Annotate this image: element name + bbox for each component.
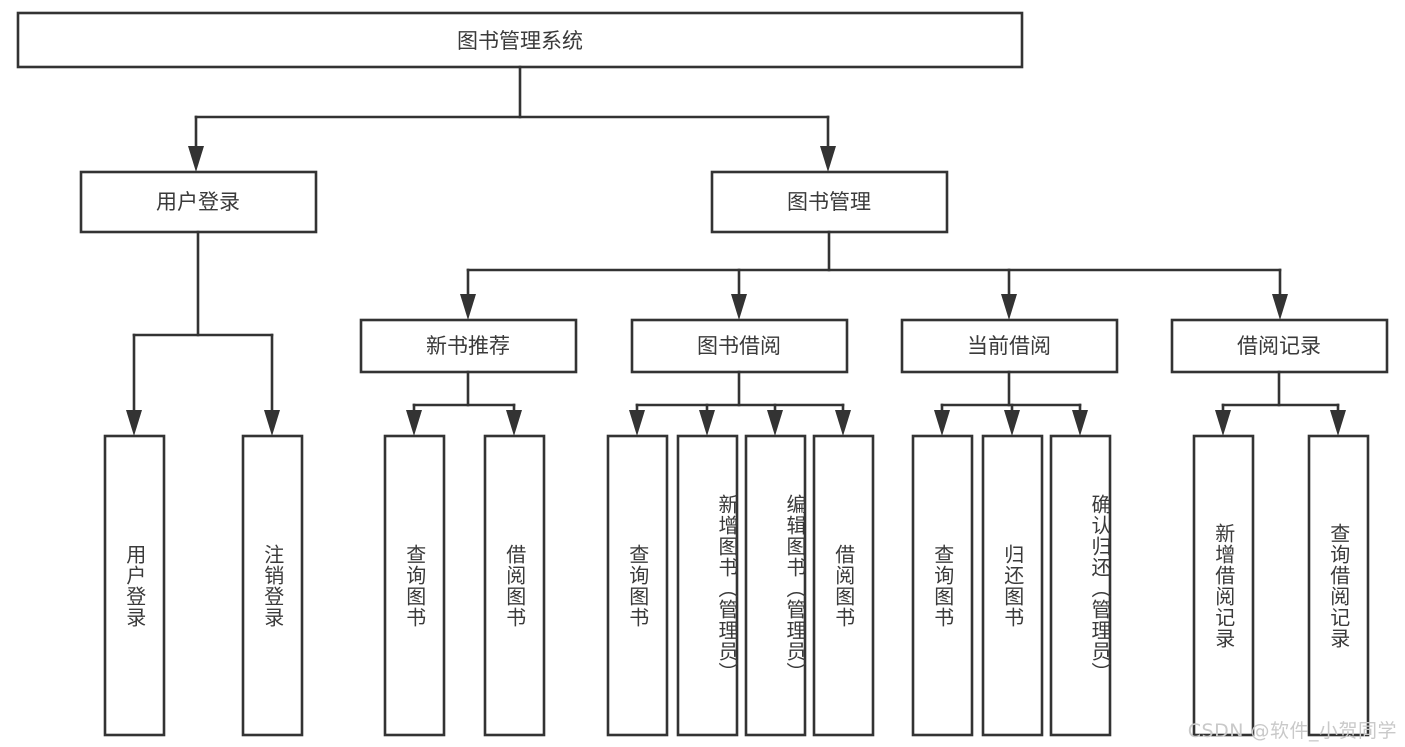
borrow-record-label: 借阅记录 bbox=[1237, 334, 1321, 358]
connector-new-book-recommend-to-leaves bbox=[406, 370, 522, 436]
connector-user-login-to-leaves bbox=[126, 230, 280, 436]
node-book-borrow[interactable]: 图书借阅 bbox=[630, 318, 849, 374]
arrow-to-borrow-record bbox=[1272, 294, 1288, 320]
leaf-box-logout-login[interactable] bbox=[241, 434, 304, 737]
root-label: 图书管理系统 bbox=[457, 29, 583, 53]
arrow-to-leaf-add-record bbox=[1215, 410, 1231, 436]
leaf-box-borrow-book-1[interactable] bbox=[483, 434, 546, 737]
leaf-box-borrow-book-2[interactable] bbox=[812, 434, 875, 737]
arrow-to-new-book-recommend bbox=[460, 294, 476, 320]
arrow-to-leaf-add-book bbox=[699, 410, 715, 436]
arrow-to-leaf-query-record bbox=[1330, 410, 1346, 436]
book-borrow-label: 图书借阅 bbox=[697, 334, 781, 358]
root-box bbox=[16, 11, 1024, 69]
book-management-label: 图书管理 bbox=[787, 190, 871, 214]
leaf-box-query-book-1[interactable] bbox=[383, 434, 446, 737]
connector-current-borrow-to-leaves bbox=[934, 370, 1088, 436]
leaf-box-edit-book[interactable] bbox=[744, 434, 807, 737]
current-borrow-box bbox=[900, 318, 1119, 374]
node-current-borrow[interactable]: 当前借阅 bbox=[900, 318, 1119, 374]
connector-book-borrow-to-leaves bbox=[629, 370, 851, 436]
arrow-to-current-borrow bbox=[1001, 294, 1017, 320]
leaf-box-add-book[interactable] bbox=[676, 434, 739, 737]
new-book-recommend-label: 新书推荐 bbox=[426, 334, 510, 358]
node-borrow-record[interactable]: 借阅记录 bbox=[1170, 318, 1389, 374]
arrow-to-leaf-borrow-book-1 bbox=[506, 410, 522, 436]
node-book-management[interactable]: 图书管理 bbox=[710, 170, 949, 234]
leaf-box-user-login[interactable] bbox=[103, 434, 166, 737]
leaf-box-query-book-2[interactable] bbox=[606, 434, 669, 737]
csdn-watermark: CSDN @软件_小贺同学 bbox=[1187, 720, 1397, 742]
arrow-to-leaf-logout-login bbox=[264, 410, 280, 436]
arrow-to-leaf-query-book-3 bbox=[934, 410, 950, 436]
arrow-to-leaf-edit-book bbox=[767, 410, 783, 436]
current-borrow-label: 当前借阅 bbox=[967, 334, 1051, 358]
new-book-recommend-box bbox=[359, 318, 578, 374]
node-new-book-recommend[interactable]: 新书推荐 bbox=[359, 318, 578, 374]
leaf-box-return-book[interactable] bbox=[981, 434, 1044, 737]
arrow-to-user-login bbox=[188, 146, 204, 172]
arrow-to-leaf-borrow-book-2 bbox=[835, 410, 851, 436]
connector-borrow-record-to-leaves bbox=[1215, 370, 1346, 436]
arrow-to-leaf-user-login bbox=[126, 410, 142, 436]
arrow-to-leaf-query-book-1 bbox=[406, 410, 422, 436]
arrow-to-book-borrow bbox=[731, 294, 747, 320]
leaf-box-add-record[interactable] bbox=[1192, 434, 1255, 737]
arrow-to-leaf-confirm-return bbox=[1072, 410, 1088, 436]
arrow-to-book-management bbox=[820, 146, 836, 172]
connector-root-to-level2 bbox=[188, 65, 836, 172]
leaf-box-confirm-return[interactable] bbox=[1049, 434, 1112, 737]
leaf-box-query-record[interactable] bbox=[1307, 434, 1370, 737]
user-login-box bbox=[79, 170, 318, 234]
arrow-to-leaf-query-book-2 bbox=[629, 410, 645, 436]
connector-book-management-to-level3 bbox=[460, 230, 1288, 320]
user-login-label: 用户登录 bbox=[156, 190, 240, 214]
node-root[interactable]: 图书管理系统 bbox=[16, 11, 1024, 69]
node-user-login[interactable]: 用户登录 bbox=[79, 170, 318, 234]
leaf-box-query-book-3[interactable] bbox=[911, 434, 974, 737]
arrow-to-leaf-return-book bbox=[1004, 410, 1020, 436]
